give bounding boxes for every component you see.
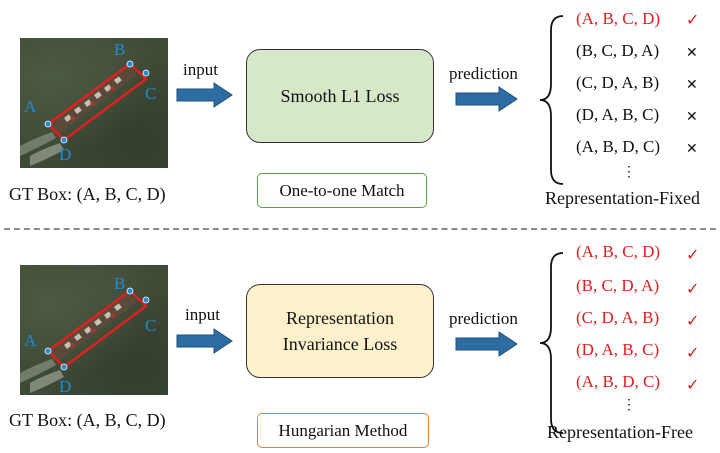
panel-representation-fixed: A B C D GT Box: (A, B, C, D) input Smoot… — [0, 0, 720, 226]
point-label-a: A — [24, 331, 37, 350]
prediction-item: (A, B, C, D) — [576, 9, 661, 28]
input-label: input — [185, 305, 220, 324]
ellipsis: ⋮ — [622, 398, 636, 413]
prediction-item: (A, B, C, D) — [576, 242, 661, 261]
input-label: input — [183, 60, 218, 79]
section-divider — [4, 228, 716, 230]
ship-drawing — [20, 287, 150, 393]
representation-fixed-label: Representation-Fixed — [545, 188, 700, 208]
one-to-one-match-box: One-to-one Match — [257, 173, 427, 208]
point-label-a: A — [24, 97, 37, 116]
cross-icon: ✕ — [686, 110, 698, 125]
representation-free-label: Representation-Free — [547, 422, 693, 442]
input-arrow-icon — [176, 328, 233, 354]
prediction-item: (B, C, D, A) — [576, 41, 660, 60]
ship-drawing — [20, 60, 150, 166]
gt-box-caption: GT Box: (A, B, C, D) — [9, 410, 166, 430]
cross-icon: ✕ — [686, 142, 698, 157]
gt-box-caption: GT Box: (A, B, C, D) — [9, 184, 166, 204]
prediction-label: prediction — [449, 64, 518, 83]
point-label-c: C — [145, 84, 157, 103]
curly-brace-icon — [539, 252, 564, 434]
representation-invariance-loss-box: Representation Invariance Loss — [246, 284, 434, 378]
prediction-item: (C, D, A, B) — [576, 308, 660, 327]
point-label-c: C — [145, 316, 157, 335]
cross-icon: ✕ — [686, 78, 698, 93]
prediction-item: (A, B, D, C) — [576, 372, 661, 391]
match-label: Hungarian Method — [278, 420, 408, 440]
prediction-item: (C, D, A, B) — [576, 73, 660, 92]
check-icon: ✓ — [686, 377, 700, 394]
point-label-d: D — [59, 145, 72, 164]
ship-image — [20, 265, 168, 395]
point-label-d: D — [59, 377, 72, 396]
panel-representation-free: A B C D GT Box: (A, B, C, D) input Repre… — [0, 227, 720, 453]
ellipsis: ⋮ — [622, 165, 636, 180]
check-icon: ✓ — [686, 247, 700, 264]
prediction-item: (D, A, B, C) — [576, 105, 660, 124]
smooth-l1-loss-box: Smooth L1 Loss — [246, 49, 434, 143]
check-icon: ✓ — [686, 12, 700, 29]
match-label: One-to-one Match — [279, 180, 405, 200]
point-label-b: B — [114, 40, 126, 59]
prediction-item: (D, A, B, C) — [576, 340, 660, 359]
input-arrow-icon — [176, 82, 233, 108]
loss-name: Smooth L1 Loss — [280, 86, 400, 106]
prediction-label: prediction — [449, 309, 518, 328]
loss-name-line: Representation — [286, 308, 394, 328]
hungarian-method-box: Hungarian Method — [257, 413, 429, 448]
prediction-arrow-icon — [455, 86, 518, 112]
prediction-item: (A, B, D, C) — [576, 137, 661, 156]
check-icon: ✓ — [686, 281, 700, 298]
prediction-item: (B, C, D, A) — [576, 276, 660, 295]
check-icon: ✓ — [686, 345, 700, 362]
loss-name-line: Invariance Loss — [282, 334, 398, 354]
check-icon: ✓ — [686, 313, 700, 330]
prediction-arrow-icon — [455, 331, 518, 357]
point-label-b: B — [114, 274, 126, 293]
loss-name: Representation Invariance Loss — [283, 305, 397, 357]
curly-brace-icon — [539, 15, 564, 185]
ship-image — [20, 38, 168, 168]
cross-icon: ✕ — [686, 46, 698, 61]
